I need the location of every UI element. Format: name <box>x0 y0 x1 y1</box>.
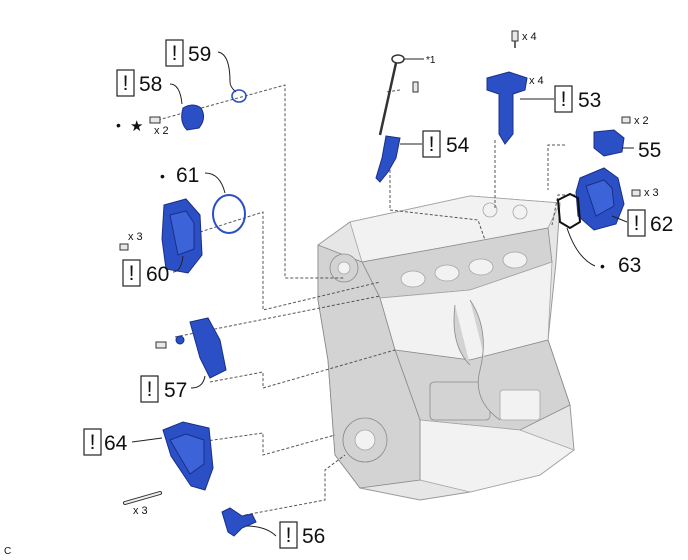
caution-box-64 <box>83 428 102 456</box>
caution-mark-64: ! <box>90 431 96 454</box>
caution-mark-57: ! <box>147 378 153 401</box>
caution-box-59 <box>165 39 184 67</box>
gasket-icon-63 <box>556 192 582 230</box>
part-number-54: 54 <box>446 134 470 157</box>
bolt-icon-57 <box>155 341 167 349</box>
part-54-dipstick: *1 ! 54 <box>375 54 470 183</box>
part-number-62: 62 <box>650 213 673 236</box>
caution-box-58 <box>116 69 135 97</box>
part-number-55: 55 <box>638 139 661 162</box>
caution-box-53 <box>554 85 573 113</box>
caution-mark-59: ! <box>172 42 178 65</box>
part-number-60: 60 <box>146 263 169 286</box>
qty-55: x 2 <box>634 115 649 127</box>
part-number-64: 64 <box>104 432 128 455</box>
part-60-cover: x 3 ! 60 <box>119 198 203 287</box>
part-57-bracket: ! 57 <box>140 317 227 403</box>
ignition-coil-icon <box>486 71 528 145</box>
part-number-61: 61 <box>176 164 199 187</box>
bracket-icon <box>189 317 227 379</box>
part-number-59: 59 <box>188 43 211 66</box>
note-54: *1 <box>426 55 436 66</box>
dipstick-ring-icon <box>391 54 405 64</box>
dot-63: • <box>600 258 605 274</box>
part-53-ignition-coil: x 4 x 4 ! 53 <box>486 30 601 145</box>
caution-mark-54: ! <box>429 133 435 156</box>
part-58-sensor: ! 58 • ★ x 2 <box>116 69 205 137</box>
dot-58: • <box>116 117 121 133</box>
dipstick-icon <box>378 62 398 136</box>
caution-mark-60: ! <box>129 262 135 285</box>
part-number-63: 63 <box>618 254 641 277</box>
caution-mark-53: ! <box>561 88 567 111</box>
part-59-o-ring: ! 59 <box>165 39 247 103</box>
part-56-sensor: ! 56 <box>221 507 325 549</box>
part-number-58: 58 <box>139 73 162 96</box>
qty-60: x 3 <box>128 231 143 243</box>
o-ring-icon <box>231 89 247 103</box>
caution-mark-56: ! <box>286 524 292 547</box>
part-number-53: 53 <box>578 89 601 112</box>
caution-box-62 <box>627 209 646 237</box>
cam-sensor-icon <box>181 104 205 131</box>
sensor-icon-56 <box>221 507 257 537</box>
bolt-icon-53 <box>511 30 519 42</box>
qty-53-bolt: x 4 <box>522 31 537 43</box>
part-61-gasket: • 61 <box>160 164 246 234</box>
bolt-icon-60 <box>119 243 129 251</box>
qty-64: x 3 <box>133 505 148 517</box>
caution-box-60 <box>122 259 141 287</box>
part-number-57: 57 <box>164 379 187 402</box>
figure-code: C <box>4 546 11 557</box>
caution-box-54 <box>422 130 441 158</box>
qty-62: x 3 <box>644 187 659 199</box>
caution-mark-62: ! <box>634 212 640 235</box>
star-58: ★ <box>130 118 143 135</box>
bolt-icon <box>149 116 161 124</box>
dipstick-guide-icon <box>375 135 401 183</box>
engine-assembly <box>317 195 575 501</box>
caution-box-57 <box>140 375 159 403</box>
part-62-housing: x 3 ! 62 <box>575 167 673 237</box>
gasket-icon <box>212 194 246 234</box>
vvt-sensor-icon <box>593 129 625 157</box>
leader-lines <box>157 84 600 516</box>
qty-58: x 2 <box>154 125 169 137</box>
part-63-gasket: • 63 <box>556 192 641 277</box>
caution-mark-58: ! <box>123 72 129 95</box>
bolt-icon-62 <box>631 189 641 197</box>
bolt-icon-54 <box>412 81 419 93</box>
bolt-icon-55 <box>621 116 631 124</box>
qty-53-coil: x 4 <box>529 75 544 87</box>
dot-61: • <box>160 168 165 184</box>
part-64-mount: ! 64 x 3 <box>83 421 214 517</box>
part-55-sensor: x 2 55 <box>593 115 661 162</box>
caution-box-56 <box>279 521 298 549</box>
part-number-56: 56 <box>302 525 325 548</box>
